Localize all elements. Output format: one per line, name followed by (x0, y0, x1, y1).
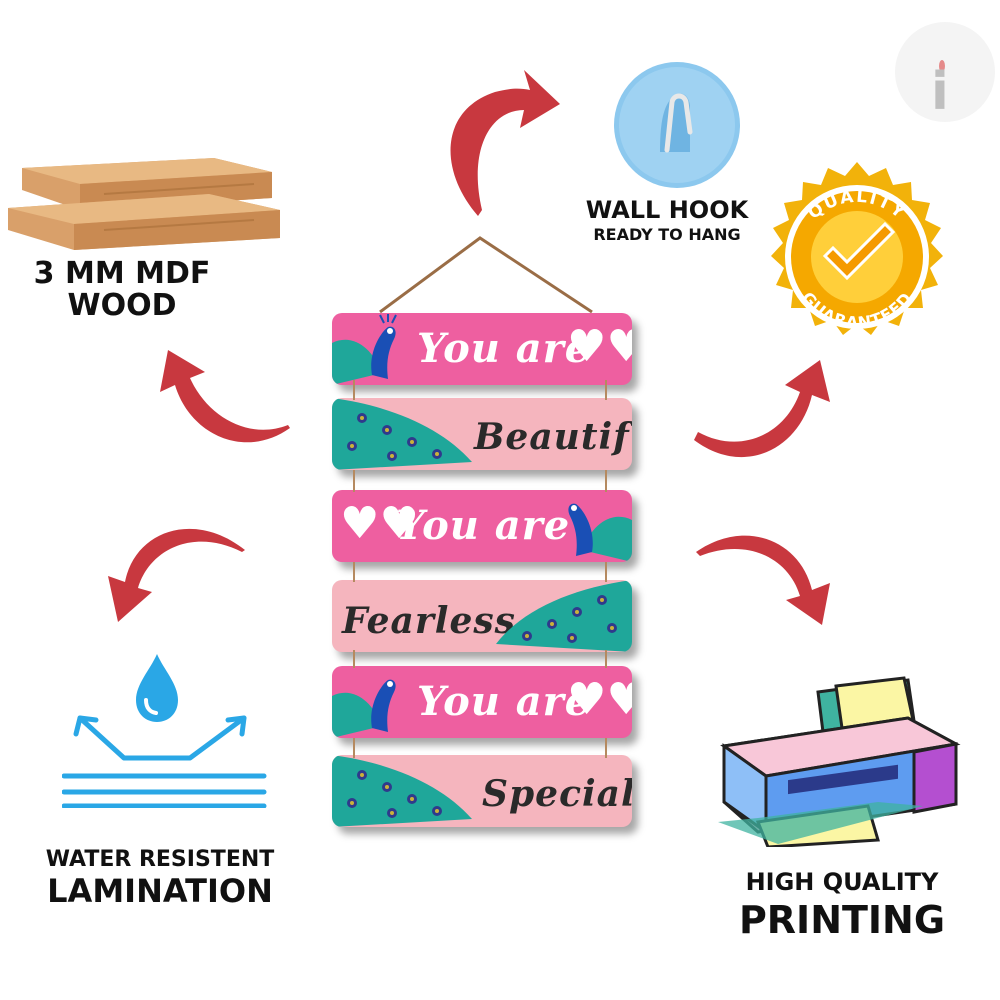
mdf-line1: 3 MM MDF (33, 256, 211, 291)
plank-5-text: You are (417, 678, 592, 725)
plank-2-text: Beautiful (474, 416, 632, 458)
printing-label: HIGH QUALITY PRINTING (722, 868, 962, 942)
plank-5: You are ♥♥ (332, 666, 632, 738)
logo-letter: i (931, 62, 949, 122)
printer-icon (718, 676, 961, 847)
quality-guaranteed-badge-icon: QUALITY GUARANTEED (771, 162, 943, 335)
water-line1: WATER RESISTENT (45, 847, 275, 872)
peacock-tail-icon (332, 398, 472, 470)
plank-1-text: You are (417, 325, 592, 372)
peacock-head-icon (332, 679, 396, 738)
arrow-to-printer (696, 535, 830, 625)
plank-6-text: Special (482, 773, 632, 815)
brand-logo: i (895, 22, 995, 122)
peacock-head-icon (332, 314, 397, 385)
hanging-rope (379, 236, 593, 314)
plank-1: You are ♥♥ (332, 313, 632, 385)
plank-strings (353, 380, 607, 758)
plank-4: Fearless (332, 580, 632, 652)
arrow-to-hook (450, 70, 560, 216)
hook-line2: READY TO HANG (593, 224, 741, 244)
arrow-to-badge (694, 360, 830, 458)
plank-3-text: You are (396, 502, 571, 549)
peacock-head-icon (568, 503, 632, 562)
plank-3: ♥♥ You are (332, 490, 632, 562)
hook-label: WALL HOOK READY TO HANG (572, 196, 762, 244)
peacock-tail-icon (332, 755, 472, 827)
mdf-line2: WOOD (67, 288, 177, 324)
plank-2: Beautiful (332, 398, 632, 470)
printing-line2: PRINTING (738, 897, 946, 942)
wall-hook-icon (614, 62, 740, 188)
arrow-to-wood (160, 350, 290, 443)
mdf-label: 3 MM MDF WOOD (22, 256, 222, 324)
hearts-icon: ♥♥ (567, 321, 632, 372)
hearts-icon: ♥♥ (567, 674, 632, 725)
water-line2: LAMINATION (47, 871, 273, 910)
peacock-tail-icon (496, 580, 632, 652)
logo-dot (939, 60, 945, 72)
water-label: WATER RESISTENT LAMINATION (30, 848, 290, 908)
hearts-icon: ♥♥ (340, 498, 419, 549)
wood-planks-icon (8, 158, 280, 250)
plank-6: Special (332, 755, 632, 827)
hook-line1: WALL HOOK (585, 196, 749, 224)
arrow-to-water (108, 528, 245, 622)
printing-line1: HIGH QUALITY (745, 868, 939, 896)
water-resistant-icon (62, 654, 267, 808)
plank-4-text: Fearless (342, 600, 516, 642)
